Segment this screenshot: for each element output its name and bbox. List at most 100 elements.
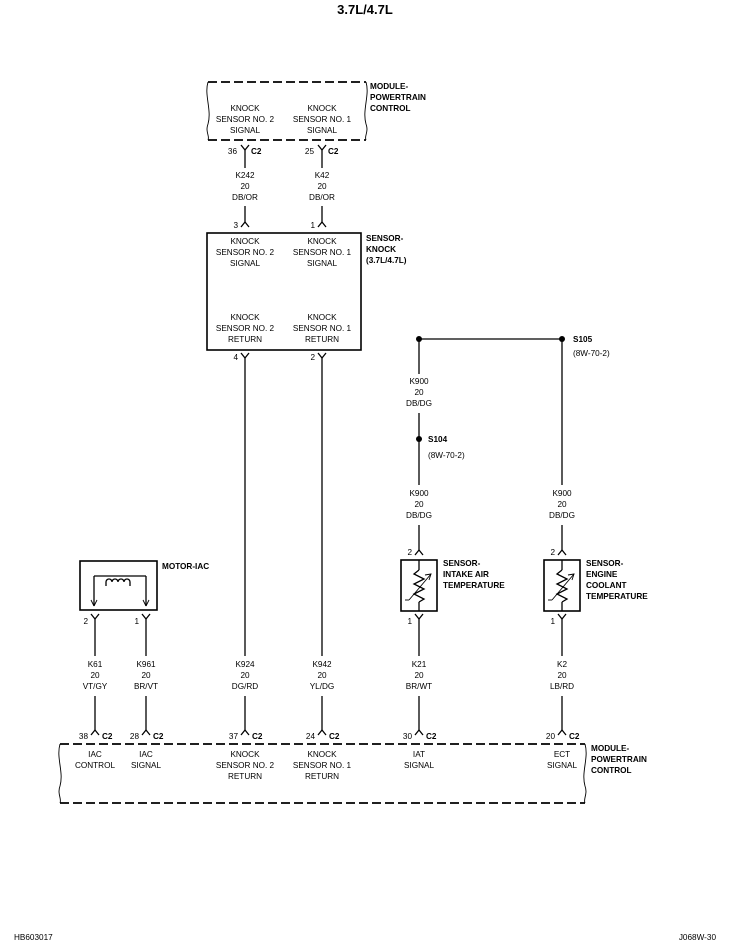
svg-text:30: 30 xyxy=(403,732,413,741)
pcm-top-pin-ks1-signal: KNOCK SENSOR NO. 1 SIGNAL xyxy=(293,104,352,135)
svg-text:VT/GY: VT/GY xyxy=(83,682,108,691)
svg-text:DB/OR: DB/OR xyxy=(309,193,335,202)
svg-text:SENSOR NO. 1: SENSOR NO. 1 xyxy=(293,324,352,333)
svg-text:KNOCK: KNOCK xyxy=(366,245,396,254)
svg-text:SENSOR NO. 2: SENSOR NO. 2 xyxy=(216,115,275,124)
wire-k942 xyxy=(317,352,327,736)
splice-s105: S105 xyxy=(573,335,593,344)
wire-k21 xyxy=(414,613,424,736)
svg-text:YL/DG: YL/DG xyxy=(310,682,335,691)
svg-text:DB/DG: DB/DG xyxy=(406,399,432,408)
svg-text:TEMPERATURE: TEMPERATURE xyxy=(586,592,648,601)
pcm-bottom-cavities: 38 C2 28 C2 37 C2 24 C2 30 C2 20 C2 xyxy=(79,732,580,741)
svg-text:KNOCK: KNOCK xyxy=(230,104,260,113)
svg-text:RETURN: RETURN xyxy=(305,335,339,344)
svg-text:DB/OR: DB/OR xyxy=(232,193,258,202)
svg-text:SIGNAL: SIGNAL xyxy=(404,761,434,770)
svg-text:C2: C2 xyxy=(102,732,113,741)
knock-sensor-box xyxy=(206,232,362,351)
svg-text:KNOCK: KNOCK xyxy=(230,313,260,322)
svg-text:(3.7L/4.7L): (3.7L/4.7L) xyxy=(366,256,407,265)
pcm-bottom-label: MODULE- POWERTRAIN CONTROL xyxy=(591,744,647,775)
svg-text:K2: K2 xyxy=(557,660,567,669)
iac-pin-2: 2 xyxy=(83,617,88,626)
connector-c2: C2 xyxy=(328,147,339,156)
svg-text:20: 20 xyxy=(317,671,327,680)
svg-text:KNOCK: KNOCK xyxy=(307,237,337,246)
pcm-pin-ect-signal: ECT SIGNAL xyxy=(547,750,577,770)
svg-text:MODULE-: MODULE- xyxy=(370,82,408,91)
svg-text:KNOCK: KNOCK xyxy=(307,313,337,322)
knock-sensor-pin-ks1-signal: KNOCK SENSOR NO. 1 SIGNAL xyxy=(293,237,352,268)
motor-iac-symbol xyxy=(79,560,158,611)
svg-text:MODULE-: MODULE- xyxy=(591,744,629,753)
wire-k942-label: K942 20 YL/DG xyxy=(310,660,335,691)
svg-text:SENSOR NO. 2: SENSOR NO. 2 xyxy=(216,761,275,770)
svg-text:TEMPERATURE: TEMPERATURE xyxy=(443,581,505,590)
svg-text:28: 28 xyxy=(130,732,140,741)
svg-text:SIGNAL: SIGNAL xyxy=(547,761,577,770)
svg-text:38: 38 xyxy=(79,732,89,741)
svg-text:SIGNAL: SIGNAL xyxy=(230,126,260,135)
iat-sensor-label: SENSOR- INTAKE AIR TEMPERATURE xyxy=(443,559,505,590)
svg-text:K42: K42 xyxy=(315,171,330,180)
svg-text:20: 20 xyxy=(414,671,424,680)
svg-text:20: 20 xyxy=(414,388,424,397)
svg-text:LB/RD: LB/RD xyxy=(550,682,574,691)
wire-k61-label: K61 20 VT/GY xyxy=(83,660,108,691)
diagram-title: 3.7L/4.7L xyxy=(337,2,393,17)
svg-text:COOLANT: COOLANT xyxy=(586,581,626,590)
svg-text:K242: K242 xyxy=(235,171,255,180)
svg-text:SENSOR-: SENSOR- xyxy=(366,234,404,243)
svg-text:K61: K61 xyxy=(88,660,103,669)
svg-text:ECT: ECT xyxy=(554,750,570,759)
svg-text:RETURN: RETURN xyxy=(228,335,262,344)
pcm-bottom-box xyxy=(58,743,587,804)
svg-text:SENSOR NO. 1: SENSOR NO. 1 xyxy=(293,248,352,257)
svg-text:C2: C2 xyxy=(426,732,437,741)
svg-text:POWERTRAIN: POWERTRAIN xyxy=(591,755,647,764)
wire-k21-label: K21 20 BR/WT xyxy=(406,660,432,691)
ect-pin-1: 1 xyxy=(550,617,555,626)
svg-text:24: 24 xyxy=(306,732,316,741)
svg-text:IAT: IAT xyxy=(413,750,425,759)
svg-text:SIGNAL: SIGNAL xyxy=(307,126,337,135)
svg-text:SENSOR NO. 2: SENSOR NO. 2 xyxy=(216,324,275,333)
svg-text:BR/VT: BR/VT xyxy=(134,682,158,691)
svg-text:SENSOR-: SENSOR- xyxy=(586,559,624,568)
svg-text:KNOCK: KNOCK xyxy=(307,104,337,113)
knock-sensor-label: SENSOR- KNOCK (3.7L/4.7L) xyxy=(366,234,407,265)
svg-text:K961: K961 xyxy=(136,660,156,669)
footer-code-right: J068W-30 xyxy=(679,933,717,942)
svg-text:KNOCK: KNOCK xyxy=(307,750,337,759)
pcm-pin-ks1-return: KNOCK SENSOR NO. 1 RETURN xyxy=(293,750,352,781)
wire-k42-label: K42 20 DB/OR xyxy=(309,171,335,202)
svg-text:BR/WT: BR/WT xyxy=(406,682,432,691)
svg-text:K900: K900 xyxy=(409,489,429,498)
svg-text:C2: C2 xyxy=(329,732,340,741)
ect-sensor-label: SENSOR- ENGINE COOLANT TEMPERATURE xyxy=(586,559,648,601)
wire-k2 xyxy=(557,613,567,736)
svg-text:C2: C2 xyxy=(252,732,263,741)
knock-sensor-pin-ks2-return: KNOCK SENSOR NO. 2 RETURN xyxy=(216,313,275,344)
svg-text:K900: K900 xyxy=(552,489,572,498)
svg-text:KNOCK: KNOCK xyxy=(230,237,260,246)
svg-text:DB/DG: DB/DG xyxy=(549,511,575,520)
wire-k961 xyxy=(141,613,151,736)
svg-text:C2: C2 xyxy=(569,732,580,741)
pcm-top-box xyxy=(206,81,368,141)
pcm-pin-iac-control: IAC CONTROL xyxy=(75,750,115,770)
wire-k924-label: K924 20 DG/RD xyxy=(232,660,258,691)
splice-s104: S104 xyxy=(428,435,448,444)
pin-1: 1 xyxy=(310,221,315,230)
svg-text:POWERTRAIN: POWERTRAIN xyxy=(370,93,426,102)
wire-k924 xyxy=(240,352,250,736)
svg-text:C2: C2 xyxy=(153,732,164,741)
iat-sensor-symbol xyxy=(400,559,438,612)
wire-k242 xyxy=(240,144,250,228)
pcm-top-pin-ks2-signal: KNOCK SENSOR NO. 2 SIGNAL xyxy=(216,104,275,135)
svg-text:K900: K900 xyxy=(409,377,429,386)
svg-text:DB/DG: DB/DG xyxy=(406,511,432,520)
wire-k961-label: K961 20 BR/VT xyxy=(134,660,158,691)
motor-iac-label: MOTOR-IAC xyxy=(162,562,209,571)
